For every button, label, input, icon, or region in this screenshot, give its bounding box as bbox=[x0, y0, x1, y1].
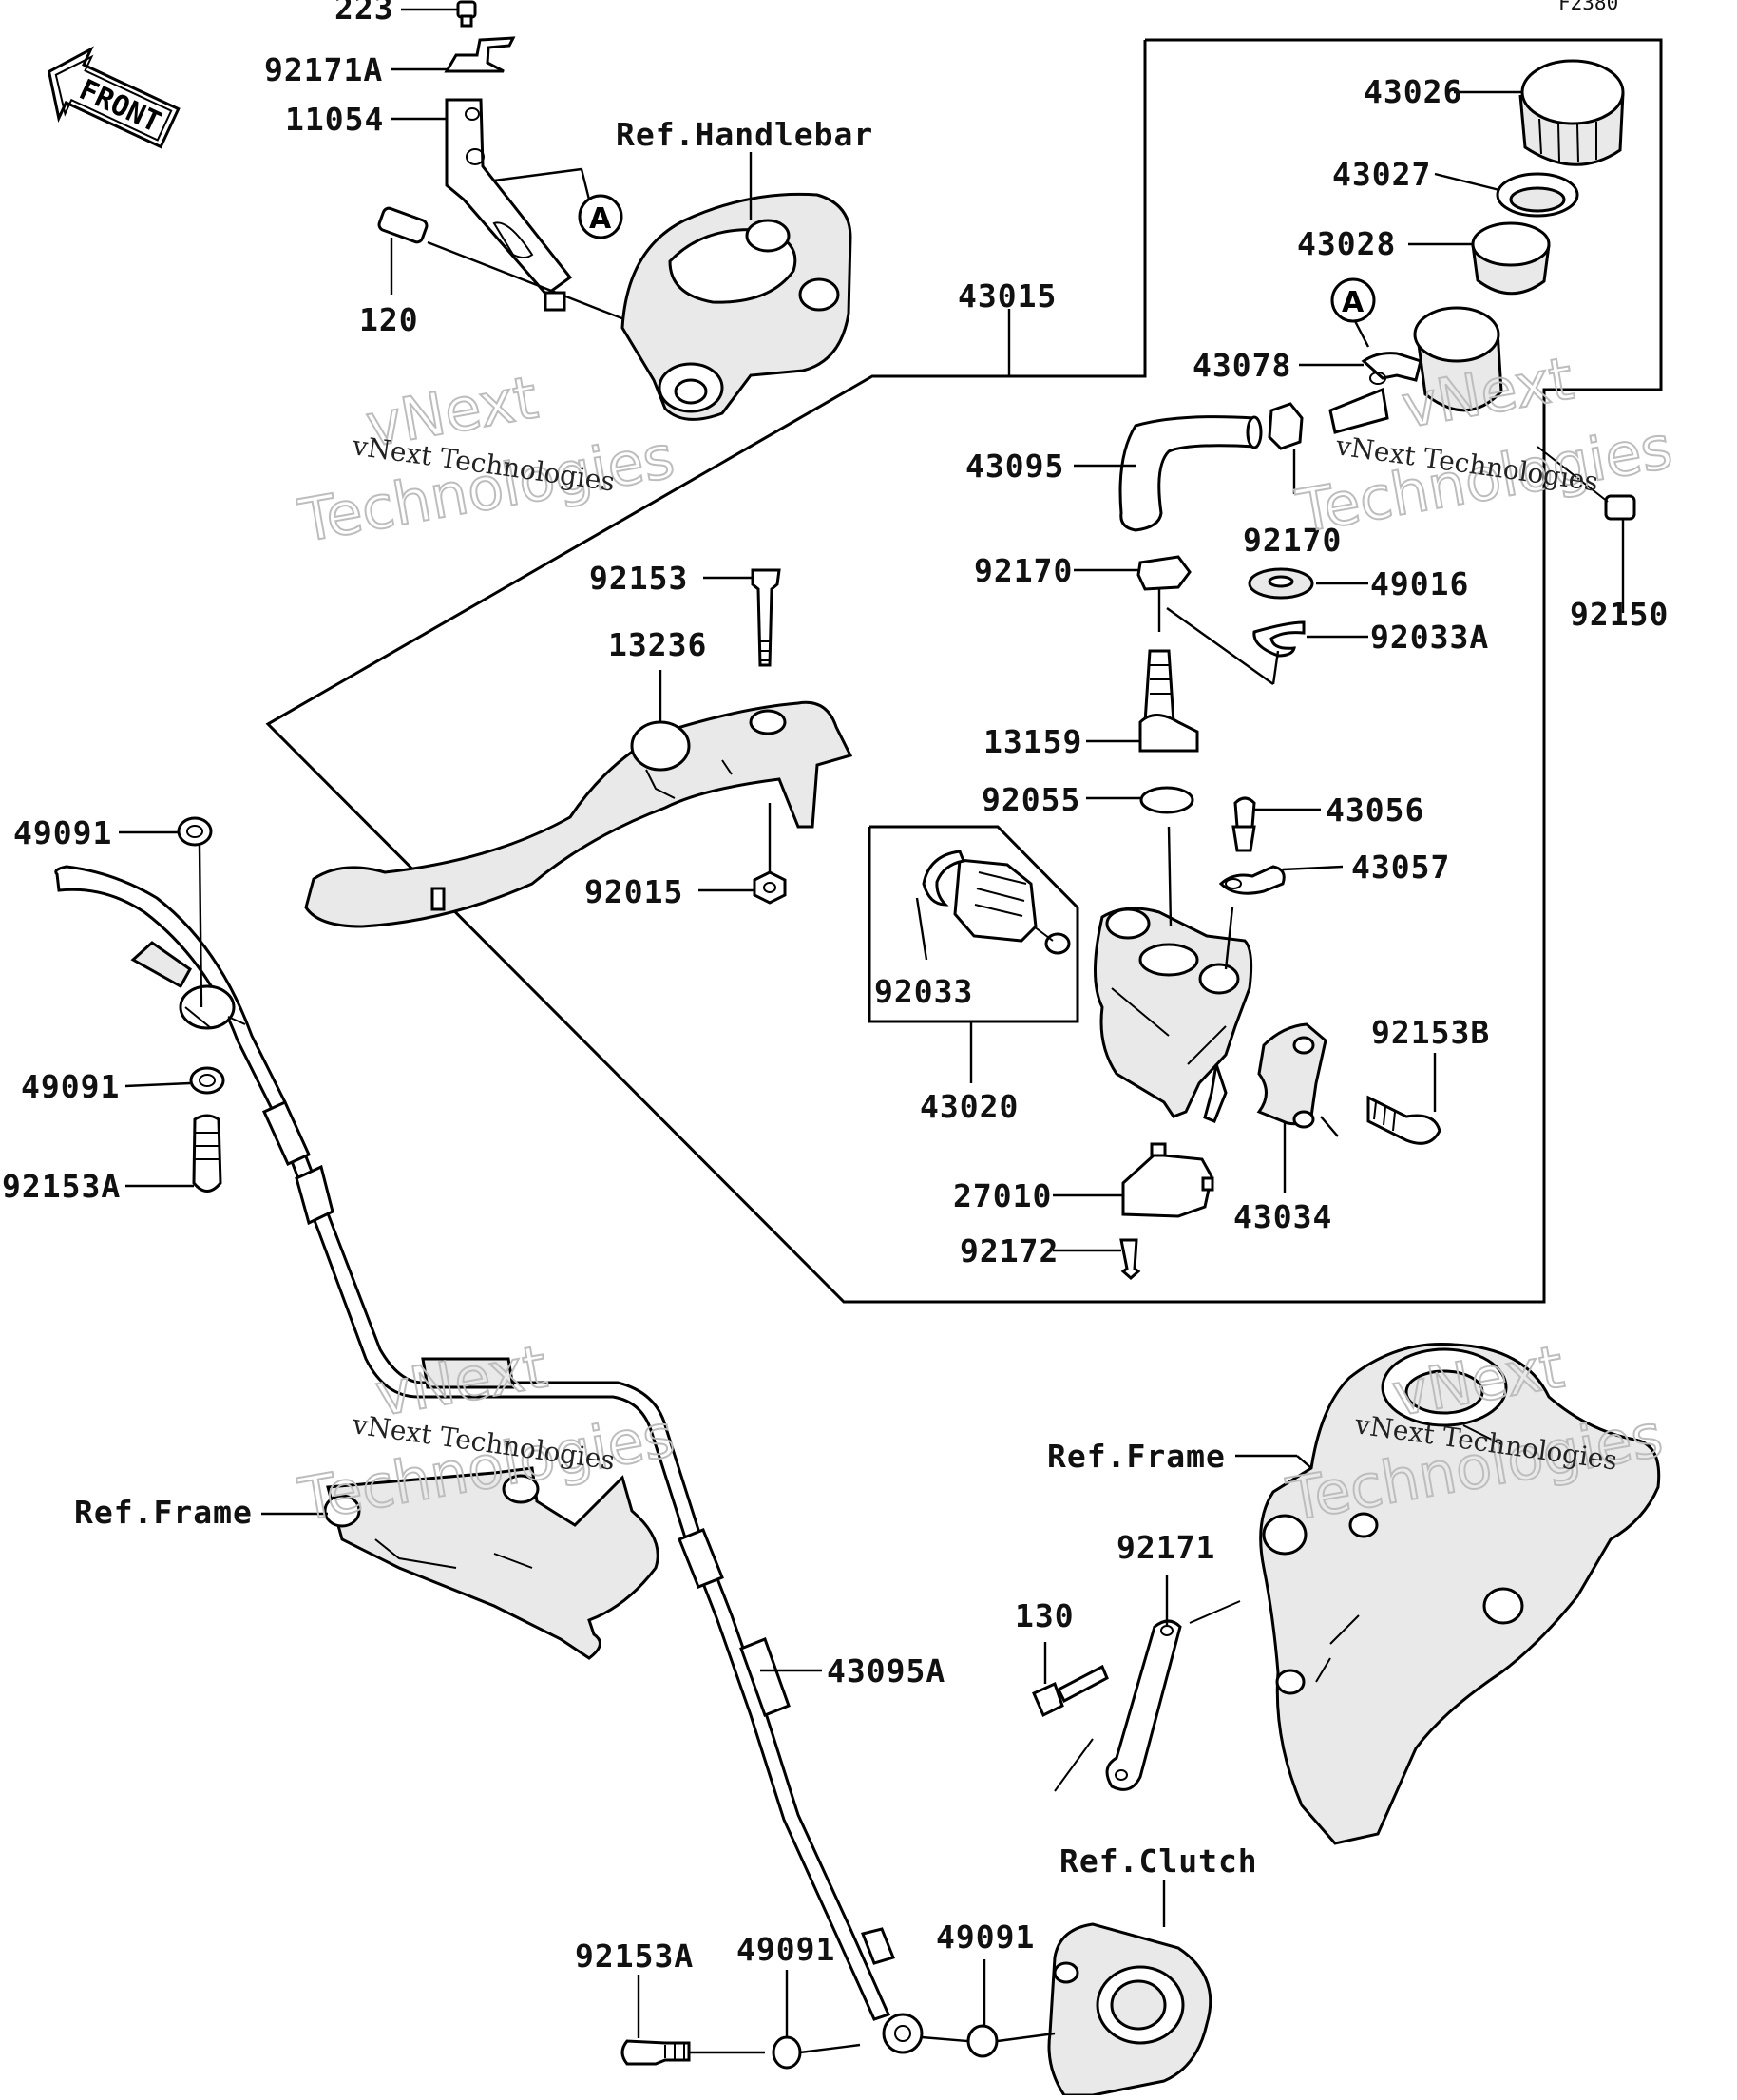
bolt-92153A-lower bbox=[620, 2039, 765, 2066]
label-13236: 13236 bbox=[608, 626, 707, 663]
label-43020: 43020 bbox=[920, 1088, 1019, 1125]
label-92153A-upper: 92153A bbox=[2, 1168, 121, 1205]
label-92033: 92033 bbox=[874, 973, 973, 1010]
reservoir-43078 bbox=[1328, 306, 1503, 434]
screw-92172 bbox=[1119, 1238, 1141, 1280]
nut-92015 bbox=[753, 870, 787, 905]
bolt-92150 bbox=[1537, 446, 1636, 521]
label-223: 223 bbox=[334, 0, 394, 27]
diaphragm-43028 bbox=[1471, 221, 1551, 296]
screw-120 bbox=[377, 206, 647, 330]
callout-a-right-text: A bbox=[1342, 286, 1365, 319]
bolt-223 bbox=[456, 0, 477, 28]
cap-43057 bbox=[1218, 865, 1286, 895]
callout-a-left: A bbox=[578, 194, 623, 239]
label-92055: 92055 bbox=[982, 781, 1080, 818]
label-11054: 11054 bbox=[285, 101, 384, 138]
clutch-slave-cylinder bbox=[1047, 1922, 1212, 2097]
label-49091-bottom-right: 49091 bbox=[936, 1919, 1035, 1956]
washer-49016 bbox=[1248, 567, 1314, 600]
label-43015: 43015 bbox=[958, 277, 1057, 315]
label-130: 130 bbox=[1015, 1597, 1075, 1634]
label-92153A-lower: 92153A bbox=[575, 1938, 694, 1975]
clutch-lever-13236 bbox=[304, 700, 853, 928]
callout-a-left-text: A bbox=[589, 202, 612, 236]
clutch-hose-43095A bbox=[54, 865, 924, 2054]
label-27010: 27010 bbox=[953, 1177, 1052, 1214]
label-43034: 43034 bbox=[1233, 1198, 1332, 1235]
washer-49091-upper bbox=[177, 816, 213, 847]
clamp-92171A bbox=[444, 36, 516, 73]
label-49091-lower: 49091 bbox=[21, 1068, 120, 1105]
label-13159: 13159 bbox=[983, 723, 1082, 760]
circlip-92033A bbox=[1252, 620, 1306, 658]
leader-lines bbox=[119, 8, 1625, 2038]
label-ref-clutch: Ref.Clutch bbox=[1059, 1842, 1258, 1880]
label-ref-frame-right: Ref.Frame bbox=[1047, 1438, 1226, 1475]
clip-92170-upper bbox=[1268, 402, 1304, 494]
label-ref-frame-left: Ref.Frame bbox=[74, 1494, 253, 1531]
label-92170-lower: 92170 bbox=[974, 552, 1073, 589]
frame-right bbox=[1259, 1342, 1661, 1845]
connector-13159 bbox=[1138, 607, 1280, 753]
svg-text:Technologies: Technologies bbox=[294, 422, 679, 556]
label-43056: 43056 bbox=[1326, 792, 1424, 829]
label-92170-upper: 92170 bbox=[1243, 522, 1342, 559]
part-labels: 223 92171A 11054 120 Ref.Handlebar 43015… bbox=[2, 0, 1669, 1975]
bolt-92153 bbox=[751, 568, 781, 667]
label-92153B: 92153B bbox=[1371, 1014, 1490, 1051]
washer-49091-left-bottom bbox=[772, 2035, 861, 2070]
label-92171A: 92171A bbox=[264, 51, 383, 88]
label-49091-upper: 49091 bbox=[13, 814, 112, 851]
clamp-92171 bbox=[1105, 1600, 1241, 1791]
clip-92170-lower bbox=[1136, 555, 1192, 632]
hose-43095 bbox=[1118, 415, 1263, 532]
frame-left bbox=[323, 1466, 659, 1660]
label-92015: 92015 bbox=[584, 873, 683, 910]
label-92150: 92150 bbox=[1570, 596, 1669, 633]
label-43078: 43078 bbox=[1193, 347, 1291, 384]
piston-kit-43020 bbox=[868, 825, 1079, 1083]
label-43027: 43027 bbox=[1332, 156, 1431, 193]
label-49091-bottom-left: 49091 bbox=[736, 1931, 835, 1968]
front-arrow-icon: FRONT bbox=[47, 46, 181, 149]
reservoir-cap-43026 bbox=[1518, 59, 1625, 166]
label-92172: 92172 bbox=[960, 1232, 1059, 1270]
label-ref-handlebar: Ref.Handlebar bbox=[616, 116, 873, 153]
handlebar-switch-housing bbox=[620, 192, 852, 421]
master-cylinder-body bbox=[1094, 907, 1253, 1123]
watermark-1: vNext Technologies vNext Technologies bbox=[293, 361, 680, 557]
label-49016: 49016 bbox=[1370, 565, 1469, 602]
switch-27010 bbox=[1121, 1142, 1214, 1218]
label-120: 120 bbox=[359, 301, 419, 338]
bracket-11054 bbox=[445, 98, 573, 297]
clamp-43034 bbox=[1256, 1022, 1339, 1193]
washer-49091-lower bbox=[189, 1066, 225, 1095]
label-43026: 43026 bbox=[1364, 73, 1462, 110]
o-ring-92055 bbox=[1139, 786, 1194, 814]
bleeder-43056 bbox=[1231, 796, 1256, 852]
washer-49091-right-bottom bbox=[921, 2024, 1056, 2058]
diagram-code: F2380 bbox=[1558, 0, 1618, 14]
bolt-92153B bbox=[1366, 1095, 1441, 1145]
label-92033A: 92033A bbox=[1370, 619, 1489, 656]
diaphragm-plate-43027 bbox=[1496, 172, 1579, 218]
label-92171: 92171 bbox=[1117, 1529, 1215, 1566]
callout-a-right: A bbox=[1330, 277, 1376, 323]
bolt-92153A-upper bbox=[192, 1114, 222, 1193]
label-43028: 43028 bbox=[1297, 225, 1396, 262]
label-43057: 43057 bbox=[1351, 849, 1450, 886]
bolt-130 bbox=[1032, 1664, 1109, 1792]
label-43095A: 43095A bbox=[827, 1652, 945, 1690]
label-92153: 92153 bbox=[589, 560, 688, 597]
label-43095: 43095 bbox=[965, 448, 1064, 485]
